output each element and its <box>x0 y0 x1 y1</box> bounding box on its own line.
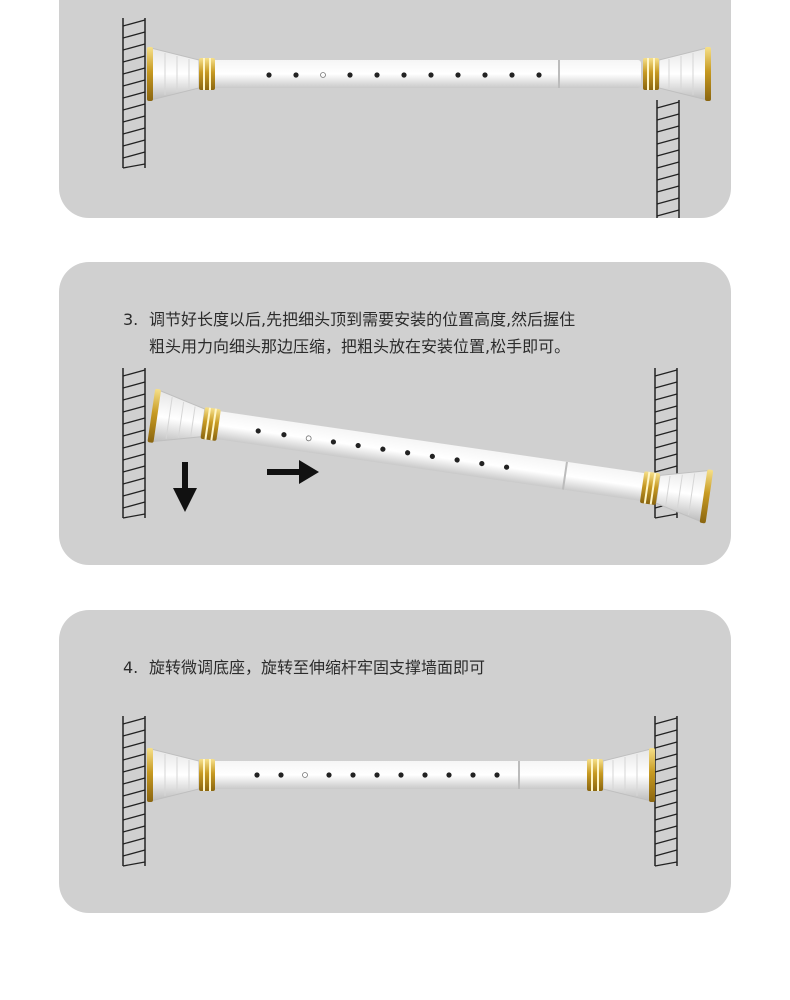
wall-right <box>656 99 680 218</box>
step-3-card: 3. 调节好长度以后,先把细头顶到需要安装的位置高度,然后握住 粗头用力向细头那边… <box>59 262 731 565</box>
wall-left <box>122 715 146 867</box>
tension-rod-icon <box>146 388 714 525</box>
tension-rod-icon <box>146 46 712 102</box>
step-3-illustration <box>122 367 714 525</box>
step-4-instruction: 4. 旋转微调底座，旋转至伸缩杆牢固支撑墙面即可 <box>123 654 703 681</box>
step-4-number: 4. <box>123 658 139 677</box>
step-3-number: 3. <box>123 310 139 329</box>
step-3-line-1: 调节好长度以后,先把细头顶到需要安装的位置高度,然后握住 <box>149 310 576 329</box>
wall-left <box>122 17 146 169</box>
wall-left <box>122 367 146 519</box>
step-4-illustration <box>122 715 678 867</box>
step-4-line-1: 旋转微调底座，旋转至伸缩杆牢固支撑墙面即可 <box>149 658 486 677</box>
step-3-instruction: 3. 调节好长度以后,先把细头顶到需要安装的位置高度,然后握住 粗头用力向细头那边… <box>123 306 703 360</box>
arrow-down-icon <box>173 462 197 512</box>
step-4-card: 4. 旋转微调底座，旋转至伸缩杆牢固支撑墙面即可 <box>59 610 731 913</box>
arrow-right-icon <box>267 460 319 484</box>
wall-right <box>654 715 678 867</box>
step-2-illustration <box>122 17 712 218</box>
step-3-line-2: 粗头用力向细头那边压缩，把粗头放在安装位置,松手即可。 <box>149 337 571 356</box>
tension-rod-icon <box>146 747 656 803</box>
step-2-card <box>59 0 731 218</box>
